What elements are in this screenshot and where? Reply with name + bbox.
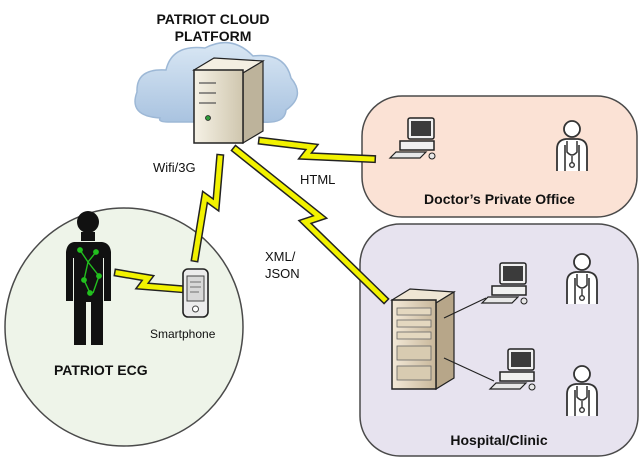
link-label-wifi: Wifi/3G [153, 160, 196, 175]
patient-panel [4, 207, 244, 447]
patient-title: PATRIOT ECG [54, 362, 148, 378]
link-cloud-office [257, 136, 377, 164]
link-cloud-phone [190, 153, 225, 263]
rack-link-bottom [443, 357, 495, 382]
cloud-title-line1: PATRIOT CLOUD [156, 11, 270, 27]
link-label-xml: XML/ [265, 249, 296, 264]
cloud-server-icon [192, 57, 265, 145]
rack-link-top [443, 297, 487, 319]
cloud-platform-title: PATRIOT CLOUD PLATFORM [138, 11, 288, 45]
link-label-xml-json: XML/ JSON [265, 248, 300, 282]
link-label-html: HTML [300, 172, 336, 187]
hospital-title: Hospital/Clinic [450, 432, 548, 448]
smartphone-label: Smartphone [150, 327, 216, 341]
cloud-title-line2: PLATFORM [174, 28, 252, 44]
smartphone-icon [182, 268, 209, 318]
link-patient-phone [113, 268, 185, 294]
office-title: Doctor’s Private Office [424, 191, 575, 207]
hospital-server-rack-icon [390, 288, 456, 391]
link-cloud-hospital [230, 144, 390, 305]
ecg-leads-icon [77, 247, 102, 296]
link-label-json: JSON [265, 266, 300, 281]
